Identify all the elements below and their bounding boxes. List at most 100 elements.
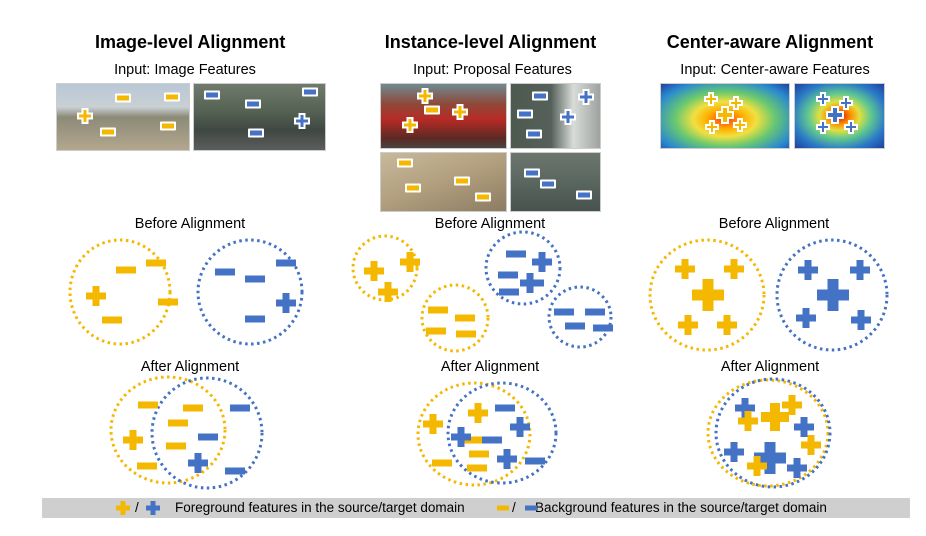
target-domain-circle	[446, 381, 558, 485]
target-foreground-plus-icon	[787, 458, 807, 478]
source-domain-circle	[420, 283, 490, 353]
target-background-minus-icon	[198, 433, 218, 441]
target-foreground-plus-icon	[850, 260, 870, 280]
target-background-minus-icon	[534, 93, 546, 99]
source-background-minus-icon	[146, 259, 166, 267]
target-foreground-plus-icon	[839, 96, 853, 110]
source-background-minus-icon	[428, 306, 448, 314]
input-label-proposal: Input: Proposal Features	[413, 62, 572, 78]
source-domain-circle	[416, 381, 532, 487]
source-background-minus-icon	[455, 314, 475, 322]
source-background-minus-icon	[456, 178, 468, 184]
target-background-minus-icon	[585, 308, 605, 316]
target-background-minus-icon	[498, 271, 518, 279]
target-background-minus-icon	[304, 89, 316, 95]
source-foreground-plus-icon	[733, 118, 747, 132]
source-foreground-plus-icon	[678, 315, 698, 335]
source-foreground-plus-icon	[716, 106, 734, 124]
source-background-minus-icon	[469, 450, 489, 458]
target-domain-circle	[196, 238, 304, 346]
source-background-minus-icon	[166, 442, 186, 450]
source-domain-circle	[706, 378, 830, 488]
source-foreground-plus-icon	[116, 501, 130, 515]
target-background-minus-icon	[542, 181, 554, 187]
target-background-minus-icon	[506, 250, 526, 258]
source-background-minus-icon	[158, 298, 178, 306]
target-foreground-plus-icon	[578, 89, 594, 105]
source-background-minus-icon	[137, 462, 157, 470]
legend-slash-bg: /	[512, 500, 516, 515]
target-foreground-plus-icon	[844, 120, 858, 134]
source-background-minus-icon	[426, 327, 446, 335]
source-foreground-plus-icon	[452, 104, 468, 120]
source-foreground-plus-icon	[782, 395, 802, 415]
source-background-minus-icon	[183, 404, 203, 412]
source-foreground-plus-icon	[417, 88, 433, 104]
source-background-minus-icon	[117, 95, 129, 101]
target-foreground-plus-icon	[754, 442, 786, 474]
source-foreground-plus-icon	[364, 261, 384, 281]
target-background-minus-icon	[499, 288, 519, 296]
target-domain-circle	[775, 238, 889, 352]
target-background-minus-icon	[230, 404, 250, 412]
source-background-minus-icon	[116, 266, 136, 274]
target-foreground-plus-icon	[276, 293, 296, 313]
source-foreground-plus-icon	[77, 108, 93, 124]
source-domain-circle	[109, 375, 227, 485]
title-image-level: Image-level Alignment	[95, 32, 286, 52]
source-foreground-plus-icon	[738, 411, 758, 431]
legend-bar	[42, 498, 910, 518]
target-foreground-plus-icon	[851, 310, 871, 330]
target-foreground-plus-icon	[794, 417, 814, 437]
input-label-image: Input: Image Features	[114, 62, 256, 78]
target-foreground-plus-icon	[294, 113, 310, 129]
source-foreground-plus-icon	[692, 279, 724, 311]
source-foreground-plus-icon	[468, 403, 488, 423]
target-background-minus-icon	[525, 457, 545, 465]
target-foreground-plus-icon	[735, 398, 755, 418]
target-background-minus-icon	[525, 505, 537, 511]
source-foreground-plus-icon	[729, 96, 743, 110]
source-background-minus-icon	[477, 194, 489, 200]
target-background-minus-icon	[245, 315, 265, 323]
source-foreground-plus-icon	[761, 403, 789, 431]
legend-background-text: Background features in the source/target…	[535, 500, 827, 515]
target-foreground-plus-icon	[724, 442, 744, 462]
target-domain-circle	[547, 285, 613, 349]
before-label-instance: Before Alignment	[434, 216, 546, 232]
target-foreground-plus-icon	[497, 449, 517, 469]
input-label-center: Input: Center-aware Features	[680, 62, 870, 78]
source-foreground-plus-icon	[705, 120, 719, 134]
target-background-minus-icon	[206, 92, 218, 98]
target-foreground-plus-icon	[146, 501, 160, 515]
source-background-minus-icon	[102, 129, 114, 135]
source-domain-circle	[648, 238, 766, 352]
after-label-center: After Alignment	[720, 359, 820, 375]
target-foreground-plus-icon	[532, 252, 552, 272]
source-domain-circle	[68, 238, 172, 346]
target-background-minus-icon	[495, 404, 515, 412]
photo-red-truck	[380, 83, 507, 149]
target-foreground-plus-icon	[826, 106, 844, 124]
target-background-minus-icon	[247, 101, 259, 107]
source-background-minus-icon	[168, 419, 188, 427]
target-background-minus-icon	[276, 259, 296, 267]
source-foreground-plus-icon	[801, 435, 821, 455]
source-foreground-plus-icon	[400, 252, 420, 272]
target-background-minus-icon	[215, 268, 235, 276]
legend-foreground-text: Foreground features in the source/target…	[175, 500, 465, 515]
target-domain-circle	[484, 230, 562, 306]
source-foreground-plus-icon	[123, 430, 143, 450]
target-background-minus-icon	[593, 324, 613, 332]
source-background-minus-icon	[166, 94, 178, 100]
source-foreground-plus-icon	[717, 315, 737, 335]
target-foreground-plus-icon	[817, 279, 849, 311]
target-foreground-plus-icon	[451, 427, 471, 447]
target-background-minus-icon	[528, 131, 540, 137]
source-foreground-plus-icon	[402, 117, 418, 133]
title-instance-level: Instance-level Alignment	[384, 32, 597, 52]
source-background-minus-icon	[162, 123, 174, 129]
target-background-minus-icon	[245, 275, 265, 283]
source-background-minus-icon	[456, 330, 476, 338]
target-foreground-plus-icon	[520, 273, 540, 293]
